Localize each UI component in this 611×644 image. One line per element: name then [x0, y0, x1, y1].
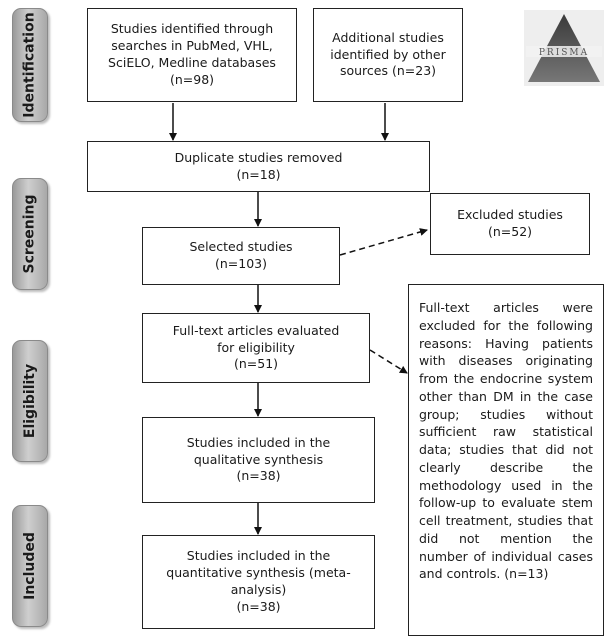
box-fulltext-excluded-reasons: Full-text articles were excluded for the…	[408, 284, 604, 636]
box-additional-studies: Additional studies identified by other s…	[313, 8, 463, 102]
arrow-selected-to-excluded	[339, 228, 428, 256]
prisma-logo-icon: PRISMA	[526, 14, 602, 82]
box-identified-searches: Studies identified through searches in P…	[87, 8, 297, 102]
box-duplicates-removed: Duplicate studies removed (n=18)	[87, 141, 430, 192]
box-excluded-studies: Excluded studies (n=52)	[430, 193, 590, 255]
phase-eligibility: Eligibility	[12, 340, 48, 462]
phase-included: Included	[12, 505, 48, 627]
box-qualitative-synthesis: Studies included in the qualitative synt…	[142, 417, 375, 503]
box-selected-studies: Selected studies (n=103)	[142, 227, 340, 285]
phase-identification: Identification	[12, 8, 48, 122]
prisma-logo: PRISMA	[524, 10, 604, 86]
svg-text:PRISMA: PRISMA	[539, 48, 589, 58]
arrow-fulltext-to-excluded-reasons	[369, 349, 408, 374]
phase-screening: Screening	[12, 178, 48, 290]
box-fulltext-evaluated: Full-text articles evaluated for eligibi…	[142, 313, 370, 383]
box-quantitative-synthesis: Studies included in the quantitative syn…	[142, 535, 375, 629]
